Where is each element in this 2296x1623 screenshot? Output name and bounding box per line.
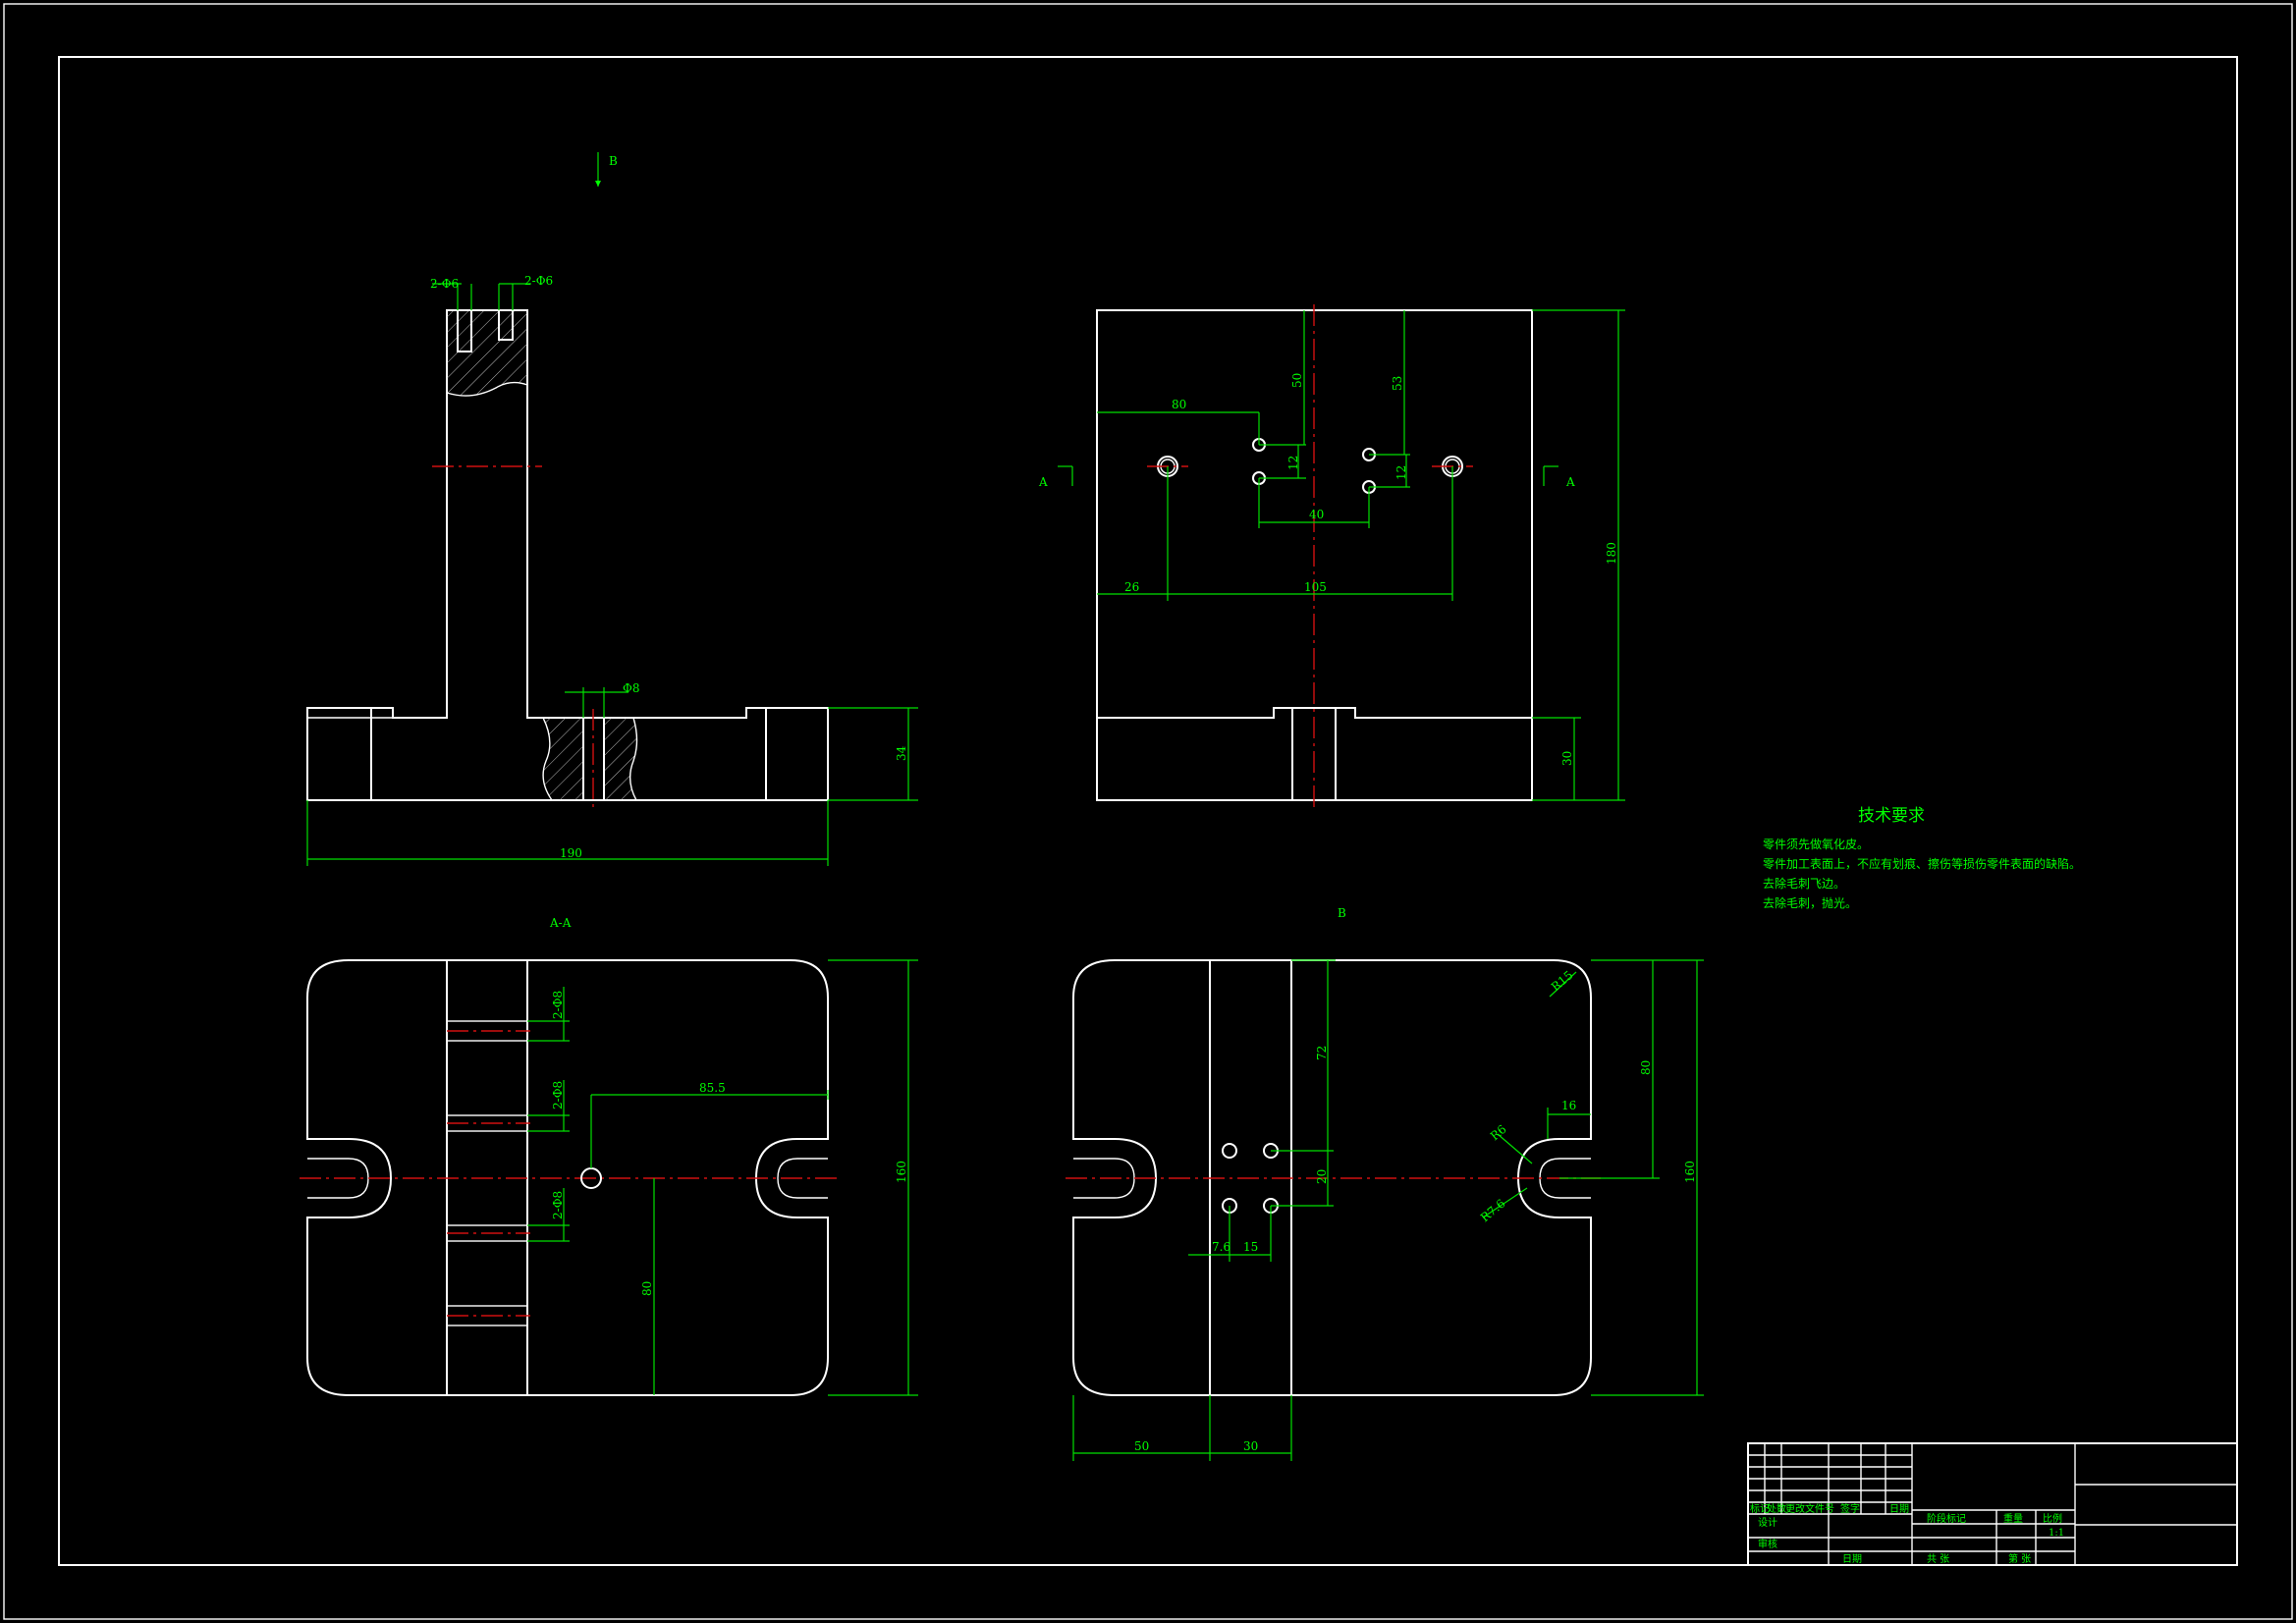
front-view: B 2-Φ6 2-Φ6 Φ8 34 [306,152,918,866]
dim-hole-d: Φ8 [623,681,639,695]
dim-80-aa: 80 [640,1281,654,1296]
tb-scale: 比例 [2043,1512,2062,1525]
title-block: 标记 处数 更改文件号 签字 日期 设计 审核 日期 阶段标记 重量 比例 1:… [1747,1442,2238,1566]
tb-checker: 审核 [1758,1538,1777,1550]
dim-160: 160 [895,1161,908,1183]
section-aa-title: A-A [549,916,572,930]
inner-frame [58,56,2238,1566]
tb-sheet-no: 第 张 [2008,1552,2031,1565]
top-view: A A 50 53 80 12 12 40 26 105 180 [1038,304,1625,810]
tb-label-sign: 签字 [1840,1502,1860,1515]
dim-80: 80 [1172,398,1186,411]
dim-50-b: 50 [1134,1439,1149,1453]
dim-15: 15 [1243,1240,1258,1254]
section-aa-view: A-A 2-Φ8 2-Φ8 2-Φ8 85.5 160 [300,916,918,1396]
dim-26: 26 [1124,580,1139,594]
dim-30: 30 [1560,751,1574,766]
tb-designer: 设计 [1758,1516,1777,1529]
view-b: B 72 20 160 80 R15 16 R6 R7.6 [1066,906,1704,1461]
tb-label-mark: 标记 [1750,1503,1770,1515]
dim-r15: R15 [1549,968,1576,994]
dim-slot-right: 2-Φ6 [524,274,553,288]
dim-r12: R7.6 [1478,1196,1508,1224]
tb-scale-value: 1:1 [2049,1528,2064,1539]
dim-slot-left: 2-Φ6 [430,277,459,291]
dim-20: 20 [1315,1169,1329,1184]
tech-item-3: 去除毛刺飞边。 [1763,876,1845,891]
tech-requirements-title: 技术要求 [1858,806,1925,826]
dim-width: 190 [560,846,582,860]
tech-item-2: 零件加工表面上，不应有划痕、擦伤等损伤零件表面的缺陷。 [1763,856,2081,871]
dim-2g-b: 2-Φ8 [551,1081,565,1109]
dim-50: 50 [1290,373,1304,388]
section-a-left: A [1038,475,1048,489]
dim-180: 180 [1605,542,1618,565]
dim-7: 7.6 [1212,1240,1230,1254]
section-a-right: A [1565,475,1575,489]
dim-2g-c: 2-Φ8 [551,1191,565,1219]
view-b-title: B [1338,906,1346,920]
tech-item-4: 去除毛刺，抛光。 [1763,895,1857,910]
dim-height: 34 [895,745,908,761]
section-label-b: B [609,154,618,168]
dim-85: 85.5 [699,1081,726,1095]
dim-30-b: 30 [1243,1439,1258,1453]
dim-160-b: 160 [1683,1161,1697,1183]
tb-date: 日期 [1842,1553,1862,1565]
dim-2g-a: 2-Φ8 [551,991,565,1019]
tb-weight: 重量 [2003,1512,2023,1525]
outer-frame [3,3,2293,1620]
tech-requirements: 技术要求 零件须先做氧化皮。 零件加工表面上，不应有划痕、擦伤等损伤零件表面的缺… [1763,806,2081,910]
tb-label-date: 日期 [1889,1503,1909,1515]
dim-r6: R6 [1488,1122,1509,1143]
dim-12-right: 12 [1394,465,1408,480]
dim-72: 72 [1315,1046,1329,1060]
dim-53: 53 [1391,376,1404,391]
dim-16: 16 [1561,1099,1576,1112]
dim-12-left: 12 [1286,456,1300,470]
tb-label-docno: 更改文件号 [1785,1502,1834,1515]
tech-item-1: 零件须先做氧化皮。 [1763,837,1869,851]
tb-stage: 阶段标记 [1927,1512,1966,1525]
tb-sheets: 共 张 [1927,1553,1949,1565]
dim-80-b: 80 [1639,1060,1653,1075]
tb-label-count: 处数 [1767,1502,1786,1515]
dim-40: 40 [1309,508,1324,521]
dim-105: 105 [1304,580,1327,594]
